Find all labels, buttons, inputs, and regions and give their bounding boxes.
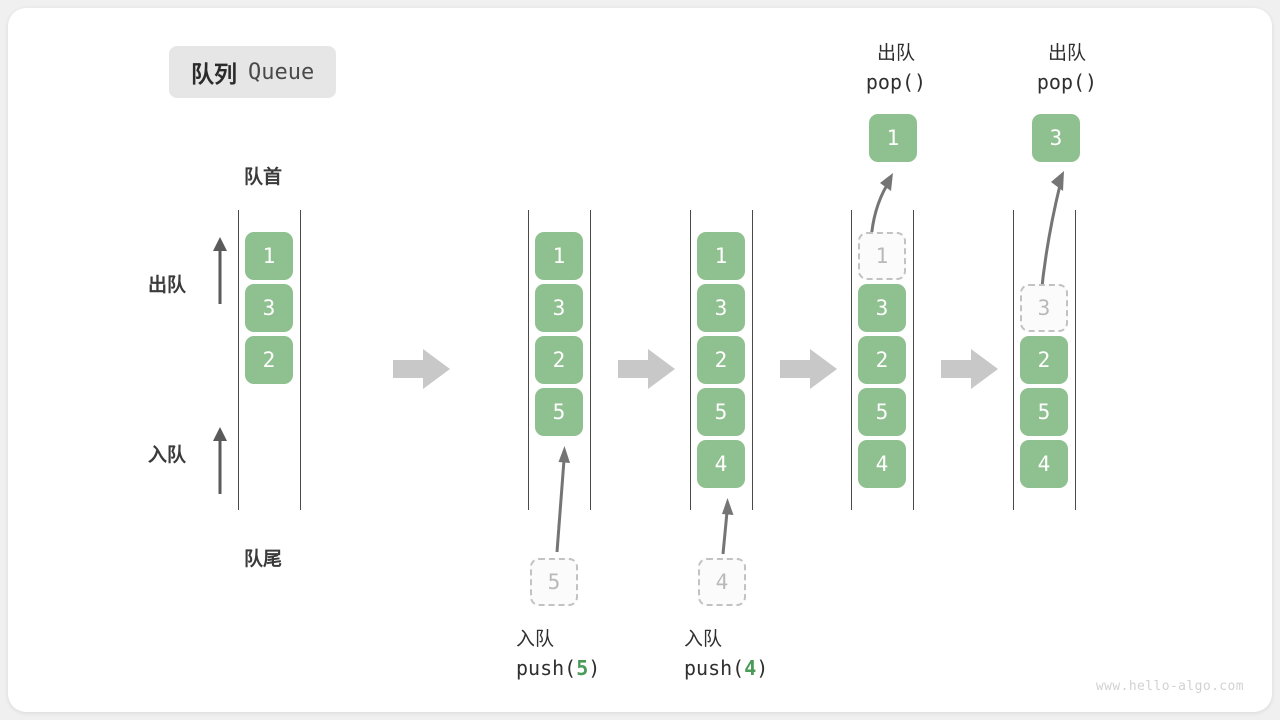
watermark: www.hello-algo.com <box>1095 679 1244 694</box>
title-en: Queue <box>248 59 315 85</box>
step-arrow <box>780 348 838 390</box>
queue-cell: 2 <box>697 336 745 384</box>
pop-op-code: pop() <box>865 70 927 94</box>
queue-cell: 3 <box>858 284 906 332</box>
queue-cell: 5 <box>858 388 906 436</box>
queue-cell: 1 <box>697 232 745 280</box>
push-op-value: 5 <box>576 656 589 680</box>
queue-cell: 1 <box>535 232 583 280</box>
queue-cell-ghost: 3 <box>1020 284 1068 332</box>
dequeue-label: 出队 <box>148 274 187 296</box>
queue-panel-pop-3: 3 2 5 4 <box>1013 210 1076 510</box>
queue-rear-label: 队尾 <box>244 548 283 570</box>
pop-operation-label-3: 出队 pop() <box>1007 40 1127 97</box>
push-op-code: push(4) <box>684 656 769 680</box>
push-operation-label-4: 入队 push(4) <box>636 626 854 683</box>
dequeue-direction-arrow <box>208 234 232 306</box>
push-op-cn: 入队 <box>516 628 555 650</box>
queue-panel-after-push-5: 1 3 2 5 <box>528 210 591 510</box>
step-arrow <box>618 348 676 390</box>
queue-panel-initial: 1 3 2 <box>238 210 301 510</box>
diagram-card: 队列 Queue 队首 队尾 出队 入队 1 3 2 <box>8 8 1272 712</box>
push-op-cn: 入队 <box>684 628 723 650</box>
popped-cell: 1 <box>869 114 917 162</box>
queue-cell: 4 <box>858 440 906 488</box>
popped-cell: 3 <box>1032 114 1080 162</box>
queue-cell: 5 <box>535 388 583 436</box>
push-arrow <box>536 432 576 554</box>
queue-cell: 4 <box>697 440 745 488</box>
queue-cell: 3 <box>697 284 745 332</box>
enqueue-label: 入队 <box>148 444 187 466</box>
queue-rail-left <box>690 210 691 510</box>
queue-rail-right <box>1075 210 1076 510</box>
pending-cell: 4 <box>698 558 746 606</box>
queue-rail-left <box>851 210 852 510</box>
pop-op-code: pop() <box>1036 70 1098 94</box>
pop-op-cn: 出队 <box>1047 42 1086 64</box>
queue-rail-left <box>1013 210 1014 510</box>
queue-cell: 2 <box>858 336 906 384</box>
queue-panel-pop-1: 1 3 2 5 4 <box>851 210 914 510</box>
diagram-stage: 队列 Queue 队首 队尾 出队 入队 1 3 2 <box>8 8 1272 712</box>
title-badge: 队列 Queue <box>169 46 337 98</box>
queue-cell: 1 <box>245 232 293 280</box>
queue-front-label: 队首 <box>244 166 283 188</box>
queue-panel-after-push-4: 1 3 2 5 4 <box>690 210 753 510</box>
push-op-value: 4 <box>744 656 757 680</box>
pop-op-cn: 出队 <box>876 42 915 64</box>
enqueue-direction-arrow <box>208 424 232 496</box>
queue-rail-right <box>590 210 591 510</box>
queue-cell: 5 <box>1020 388 1068 436</box>
queue-rail-left <box>528 210 529 510</box>
queue-cell: 5 <box>697 388 745 436</box>
step-arrow <box>393 348 451 390</box>
queue-rail-right <box>300 210 301 510</box>
queue-cell: 3 <box>535 284 583 332</box>
queue-rail-right <box>913 210 914 510</box>
queue-cell: 2 <box>1020 336 1068 384</box>
queue-cell: 4 <box>1020 440 1068 488</box>
pending-cell: 5 <box>530 558 578 606</box>
push-op-code: push(5) <box>516 656 601 680</box>
queue-rail-left <box>238 210 239 510</box>
queue-cell: 2 <box>535 336 583 384</box>
queue-cell: 2 <box>245 336 293 384</box>
queue-rail-right <box>752 210 753 510</box>
push-arrow <box>705 486 745 556</box>
queue-cell-ghost: 1 <box>858 232 906 280</box>
step-arrow <box>941 348 999 390</box>
pop-operation-label-1: 出队 pop() <box>836 40 956 97</box>
queue-cell: 3 <box>245 284 293 332</box>
push-operation-label-5: 入队 push(5) <box>468 626 686 683</box>
title-cn: 队列 <box>191 62 237 88</box>
